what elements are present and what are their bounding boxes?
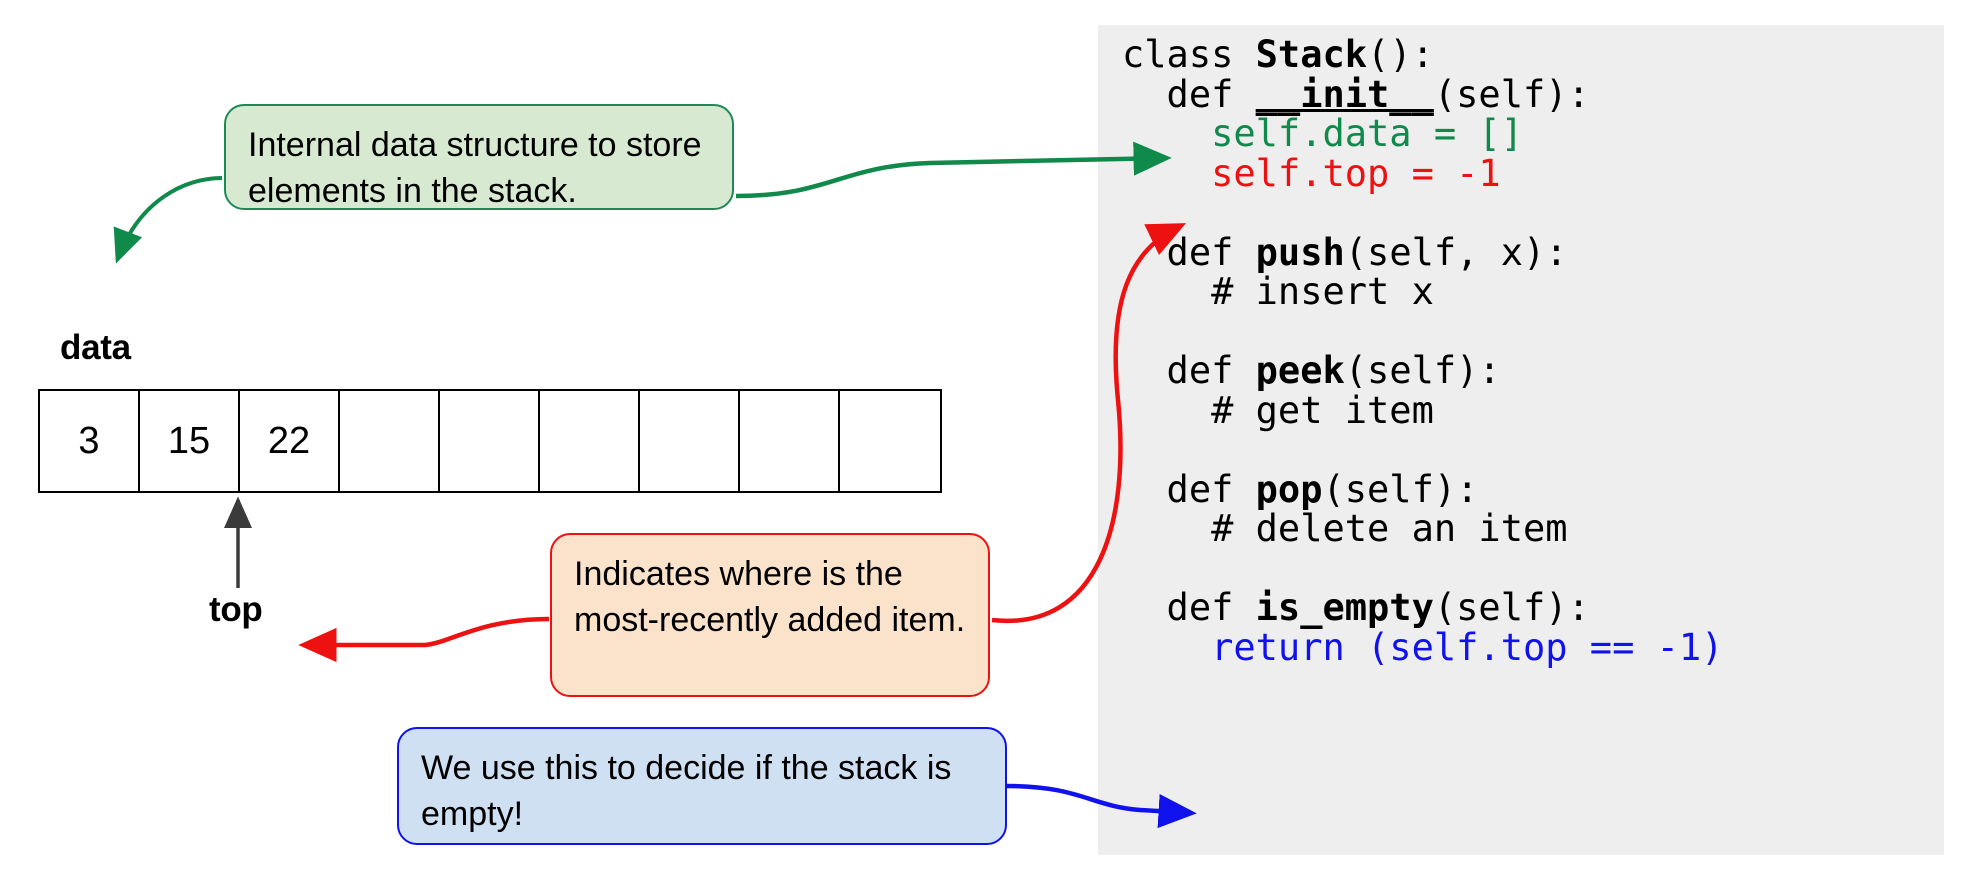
code-line: def push(self, x): [1122, 230, 1723, 274]
code-token: (self): [1322, 467, 1479, 511]
array-cell: 22 [240, 391, 340, 491]
top-pointer-label: top [209, 590, 263, 629]
code-token: __init__ [1255, 72, 1434, 116]
code-token: self.data = [] [1122, 112, 1523, 155]
array-cell [740, 391, 840, 491]
code-token: class [1122, 33, 1256, 76]
code-token: peek [1255, 349, 1345, 392]
code-token: def [1122, 349, 1256, 392]
code-line: class Stack(): [1122, 35, 1723, 75]
array-cell: 3 [40, 391, 140, 491]
code-block: class Stack(): def __init__(self): self.… [1122, 35, 1723, 667]
code-token: # delete an item [1122, 507, 1568, 550]
code-line [1122, 312, 1723, 352]
code-token: Stack [1255, 33, 1368, 76]
code-line: # delete an item [1122, 509, 1723, 549]
code-token: (self): [1433, 72, 1590, 116]
code-token: (self): [1433, 586, 1590, 629]
code-token: # insert x [1122, 270, 1434, 313]
code-line: def is_empty(self): [1122, 588, 1723, 628]
array-cell: 15 [140, 391, 240, 491]
array-cell [840, 391, 940, 491]
code-line [1122, 549, 1723, 589]
callout-is-empty: We use this to decide if the stack is em… [397, 727, 1007, 845]
code-line: # insert x [1122, 272, 1723, 312]
callout-top-pointer: Indicates where is the most-recently add… [550, 533, 990, 697]
code-line: def peek(self): [1122, 351, 1723, 391]
code-token: push [1255, 230, 1345, 274]
array-cell [540, 391, 640, 491]
code-token: (self, x): [1344, 230, 1568, 274]
code-token: # get item [1122, 388, 1434, 432]
callout-data-structure: Internal data structure to store element… [224, 104, 734, 210]
code-token: is_empty [1255, 586, 1434, 629]
array-cell [640, 391, 740, 491]
code-line: return (self.top == -1) [1122, 625, 1724, 669]
code-line: self.data = [] [1122, 114, 1723, 154]
array-cell [340, 391, 440, 491]
code-token: return (self.top == -1) [1122, 625, 1724, 669]
array-label: data [60, 328, 131, 367]
code-line [1122, 193, 1723, 233]
code-line: def pop(self): [1122, 467, 1723, 511]
green-arrow-to-data [113, 176, 223, 264]
code-line [1122, 430, 1723, 470]
code-token: (self): [1344, 349, 1501, 392]
code-token: self.top = -1 [1122, 151, 1501, 195]
code-token: pop [1255, 467, 1323, 511]
code-token: (): [1367, 33, 1434, 76]
code-token: def [1122, 230, 1256, 274]
array-cell [440, 391, 540, 491]
code-line: self.top = -1 [1122, 151, 1723, 195]
red-arrow-to-top [298, 616, 550, 663]
code-token: def [1122, 467, 1256, 511]
code-line: def __init__(self): [1122, 72, 1723, 116]
code-token: def [1122, 586, 1256, 629]
code-panel: class Stack(): def __init__(self): self.… [1098, 25, 1944, 855]
code-token: def [1122, 72, 1256, 116]
code-line: # get item [1122, 388, 1723, 432]
